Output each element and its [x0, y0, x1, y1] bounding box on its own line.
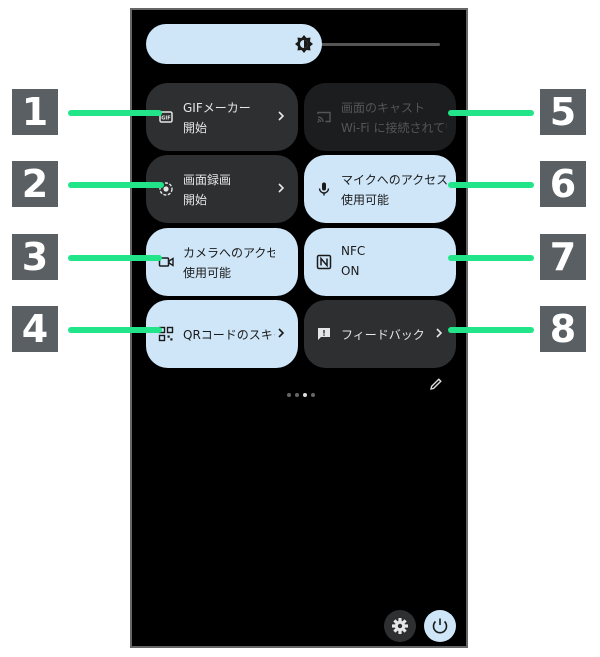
tile-status: 使用可能: [183, 266, 232, 280]
callout-line: [448, 182, 534, 188]
settings-button[interactable]: [384, 610, 416, 642]
feedback-icon: [318, 328, 330, 340]
page-dot: [311, 393, 315, 397]
qr-code-icon: [158, 326, 174, 342]
page-dot-active: [303, 393, 307, 397]
tile-screen-cast[interactable]: 画面のキャスト Wi-Fi に接続されていません: [304, 83, 456, 151]
chevron-right-icon: [278, 183, 285, 193]
tile-camera-access[interactable]: カメラへのアクセス 使用可能: [146, 228, 298, 296]
tile-status: Wi-Fi に接続されていません: [341, 121, 447, 135]
callout-1: 1: [12, 89, 58, 135]
gif-icon: GIF: [159, 111, 173, 123]
callout-line: [68, 110, 162, 116]
tile-qr-scan[interactable]: QRコードのスキャン: [146, 300, 298, 368]
callout-line: [68, 255, 162, 261]
chevron-right-icon: [278, 111, 285, 121]
callout-4: 4: [12, 306, 58, 352]
callout-line: [68, 182, 164, 188]
brightness-track: [316, 43, 440, 46]
callout-3: 3: [12, 234, 58, 280]
tile-screen-record[interactable]: 画面録画 開始: [146, 155, 298, 223]
tile-label: フィードバック: [341, 328, 425, 342]
svg-text:GIF: GIF: [161, 116, 170, 122]
tile-nfc[interactable]: NFC ON: [304, 228, 456, 296]
tile-label: 画面録画: [183, 173, 232, 187]
power-icon: [432, 618, 448, 634]
nfc-icon: [316, 254, 332, 270]
quick-settings-panel: GIF GIFメーカー 開始 画面録画 開始 カメラへのアクセス 使用可能: [130, 8, 468, 648]
power-button[interactable]: [424, 610, 456, 642]
page-dot: [287, 393, 291, 397]
callout-line: [68, 327, 162, 333]
callout-6: 6: [540, 161, 586, 207]
mic-icon: [318, 182, 330, 196]
tile-status: 開始: [183, 193, 208, 207]
tile-feedback[interactable]: フィードバック: [304, 300, 456, 368]
callout-2: 2: [12, 161, 58, 207]
camera-icon: [158, 257, 174, 267]
callout-8: 8: [540, 306, 586, 352]
tile-status: 開始: [183, 121, 208, 135]
brightness-slider[interactable]: [146, 24, 440, 64]
brightness-fill: [146, 24, 322, 64]
tile-label: QRコードのスキャン: [183, 328, 275, 342]
tile-label: 画面のキャスト: [341, 101, 426, 115]
callout-5: 5: [540, 89, 586, 135]
tile-label: マイクへのアクセス: [341, 173, 447, 187]
tile-status: ON: [341, 264, 360, 278]
cast-icon: [317, 111, 331, 123]
brightness-icon: [295, 35, 313, 53]
tile-label: カメラへのアクセス: [183, 246, 275, 260]
tile-mic-access[interactable]: マイクへのアクセス 使用可能: [304, 155, 456, 223]
callout-7: 7: [540, 234, 586, 280]
page-dot: [295, 393, 299, 397]
tile-label: NFC: [341, 244, 366, 258]
callout-line: [448, 327, 534, 333]
edit-pencil-icon[interactable]: [428, 376, 444, 392]
chevron-right-icon: [278, 328, 285, 338]
tile-status: 使用可能: [341, 193, 390, 207]
screen-record-icon: [159, 182, 173, 196]
tile-gif-maker[interactable]: GIF GIFメーカー 開始: [146, 83, 298, 151]
callout-line: [448, 110, 534, 116]
gear-icon: [392, 618, 408, 634]
callout-line: [448, 255, 534, 261]
page-indicator: [287, 382, 319, 401]
tile-label: GIFメーカー: [183, 101, 251, 115]
chevron-right-icon: [436, 328, 443, 338]
